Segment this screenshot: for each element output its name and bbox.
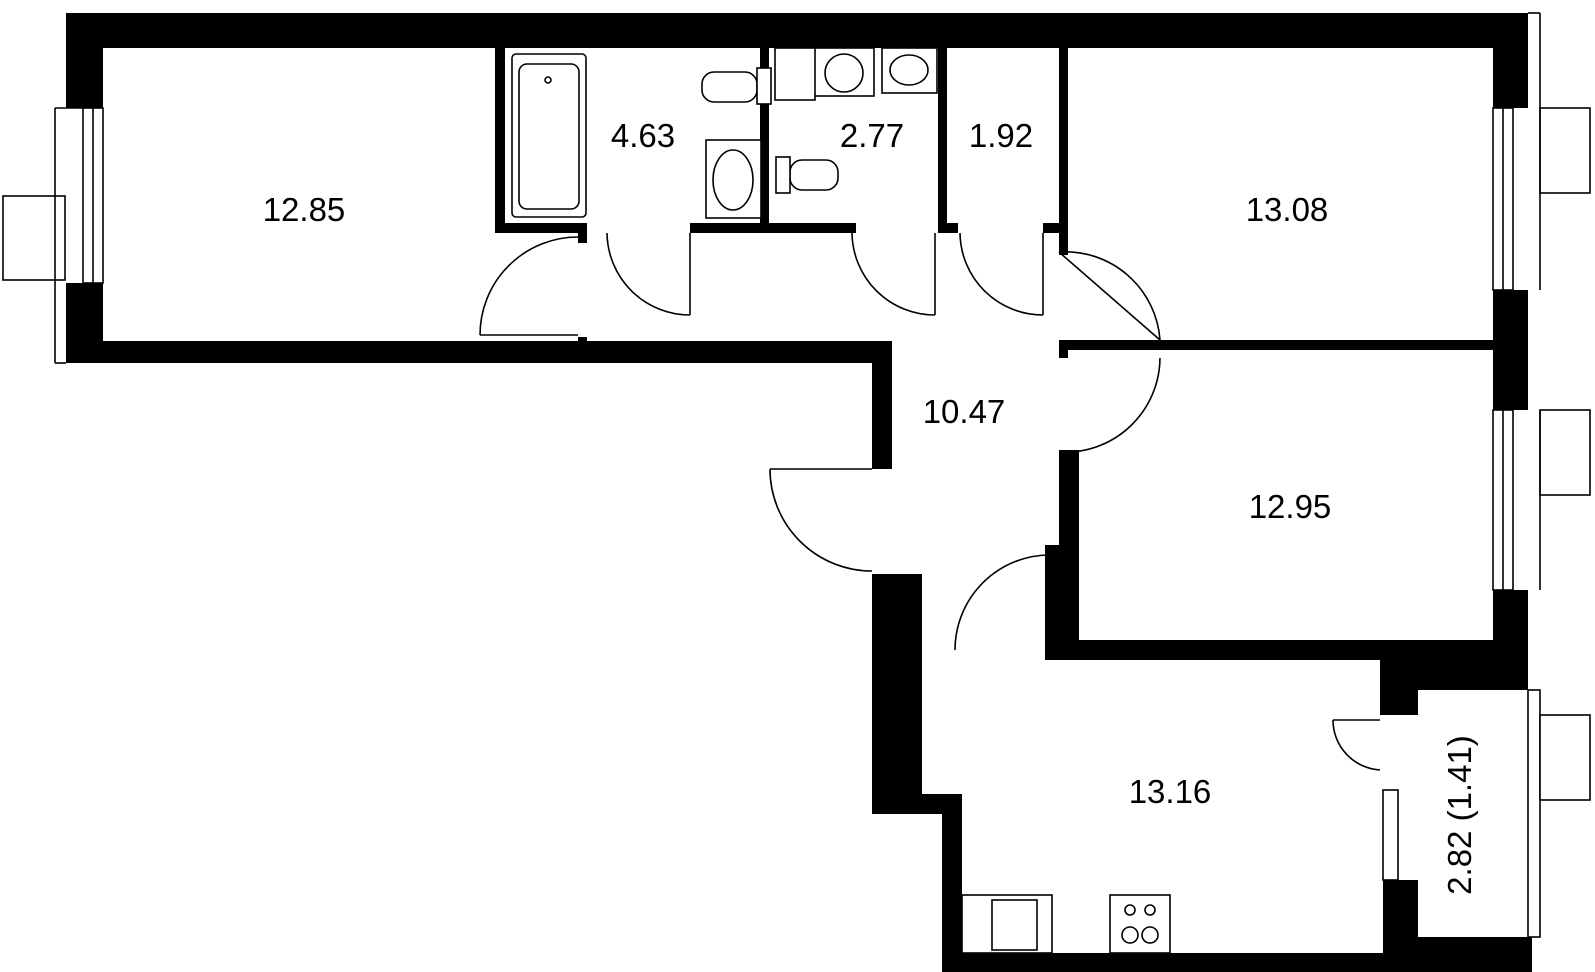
room-area-balcony: 2.82 (1.41) — [1441, 735, 1478, 895]
area-labels: 12.85 4.63 2.77 1.92 13.08 10.47 12.95 1… — [263, 117, 1478, 895]
fixtures — [511, 47, 1171, 954]
doors — [479, 232, 1381, 771]
toilet-icon — [789, 159, 839, 191]
room-area-bedroom-2: 13.08 — [1246, 191, 1329, 228]
room-area-bedroom-3: 12.95 — [1249, 488, 1332, 525]
toilet-icon — [701, 71, 758, 103]
windows — [2, 12, 1591, 938]
room-area-kitchen: 13.16 — [1129, 773, 1212, 810]
walls — [66, 13, 1532, 972]
stove-icon — [1109, 894, 1171, 954]
room-area-bathroom: 4.63 — [611, 117, 675, 154]
room-area-hallway: 10.47 — [923, 393, 1006, 430]
room-area-toilet: 2.77 — [840, 117, 904, 154]
room-area-storage: 1.92 — [969, 117, 1033, 154]
room-area-bedroom-1: 12.85 — [263, 191, 346, 228]
